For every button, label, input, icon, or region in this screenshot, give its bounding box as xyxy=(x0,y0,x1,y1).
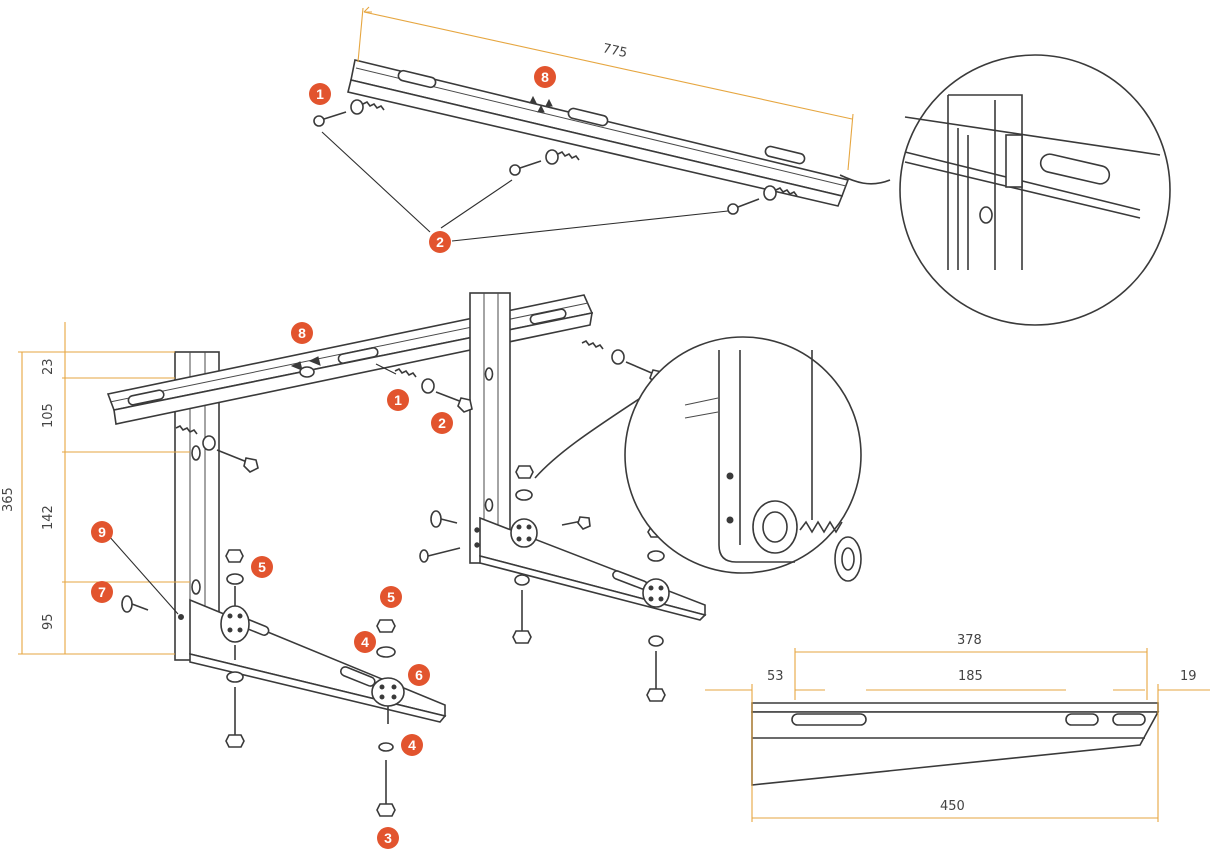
svg-text:2: 2 xyxy=(438,415,446,431)
badge-6: 6 xyxy=(408,664,430,686)
dim-142-text: 142 xyxy=(41,505,56,530)
badge-3: 3 xyxy=(377,827,399,849)
svg-text:3: 3 xyxy=(384,830,392,846)
bracket-detail-magnifier xyxy=(534,336,862,582)
arm-detail xyxy=(751,702,1160,786)
top-rail-fasteners xyxy=(313,99,798,242)
svg-text:2: 2 xyxy=(436,234,444,250)
dim-53-text: 53 xyxy=(767,669,784,684)
right-arm-hardware xyxy=(419,465,670,702)
rail-length-dimension: 775 xyxy=(357,6,854,171)
badge-5-left: 5 xyxy=(251,556,273,578)
svg-text:8: 8 xyxy=(298,325,306,341)
svg-text:7: 7 xyxy=(98,584,106,600)
dim-23-text: 23 xyxy=(41,358,56,375)
svg-text:1: 1 xyxy=(316,86,324,102)
badge-8-mid: 8 xyxy=(291,322,313,344)
svg-text:5: 5 xyxy=(387,589,395,605)
badge-1-top: 1 xyxy=(309,83,331,105)
svg-text:4: 4 xyxy=(361,634,369,650)
dim-450-text: 450 xyxy=(940,799,965,814)
svg-text:6: 6 xyxy=(415,667,423,683)
badge-2-mid: 2 xyxy=(431,412,453,434)
arm-dimensions: 378 53 185 19 450 xyxy=(705,633,1210,822)
svg-text:8: 8 xyxy=(541,69,549,85)
badge-7: 7 xyxy=(91,581,113,603)
dim-378-text: 378 xyxy=(957,633,982,648)
part-badges: 1 8 2 8 1 2 9 5 7 5 4 6 4 3 xyxy=(91,66,556,849)
badge-2-top: 2 xyxy=(429,231,451,253)
dim-105-text: 105 xyxy=(41,403,56,428)
badge-1-mid: 1 xyxy=(387,389,409,411)
dim-185-text: 185 xyxy=(958,669,983,684)
svg-text:5: 5 xyxy=(258,559,266,575)
dim-365-text: 365 xyxy=(1,487,16,512)
dim-95-text: 95 xyxy=(41,613,56,630)
top-detail-magnifier xyxy=(839,54,1171,326)
badge-4-upper: 4 xyxy=(354,631,376,653)
left-arm-hardware xyxy=(121,549,250,748)
badge-4-lower: 4 xyxy=(401,734,423,756)
badge-8-top: 8 xyxy=(534,66,556,88)
svg-text:4: 4 xyxy=(408,737,416,753)
center-hardware xyxy=(371,619,405,817)
badge-5-center: 5 xyxy=(380,586,402,608)
dim-19-text: 19 xyxy=(1180,669,1197,684)
svg-text:1: 1 xyxy=(394,392,402,408)
badge-9: 9 xyxy=(91,521,113,543)
rail-length-text: 775 xyxy=(601,41,628,61)
svg-text:9: 9 xyxy=(98,524,106,540)
top-rail xyxy=(347,59,850,207)
height-dimensions: 23 105 142 95 365 xyxy=(1,322,190,655)
